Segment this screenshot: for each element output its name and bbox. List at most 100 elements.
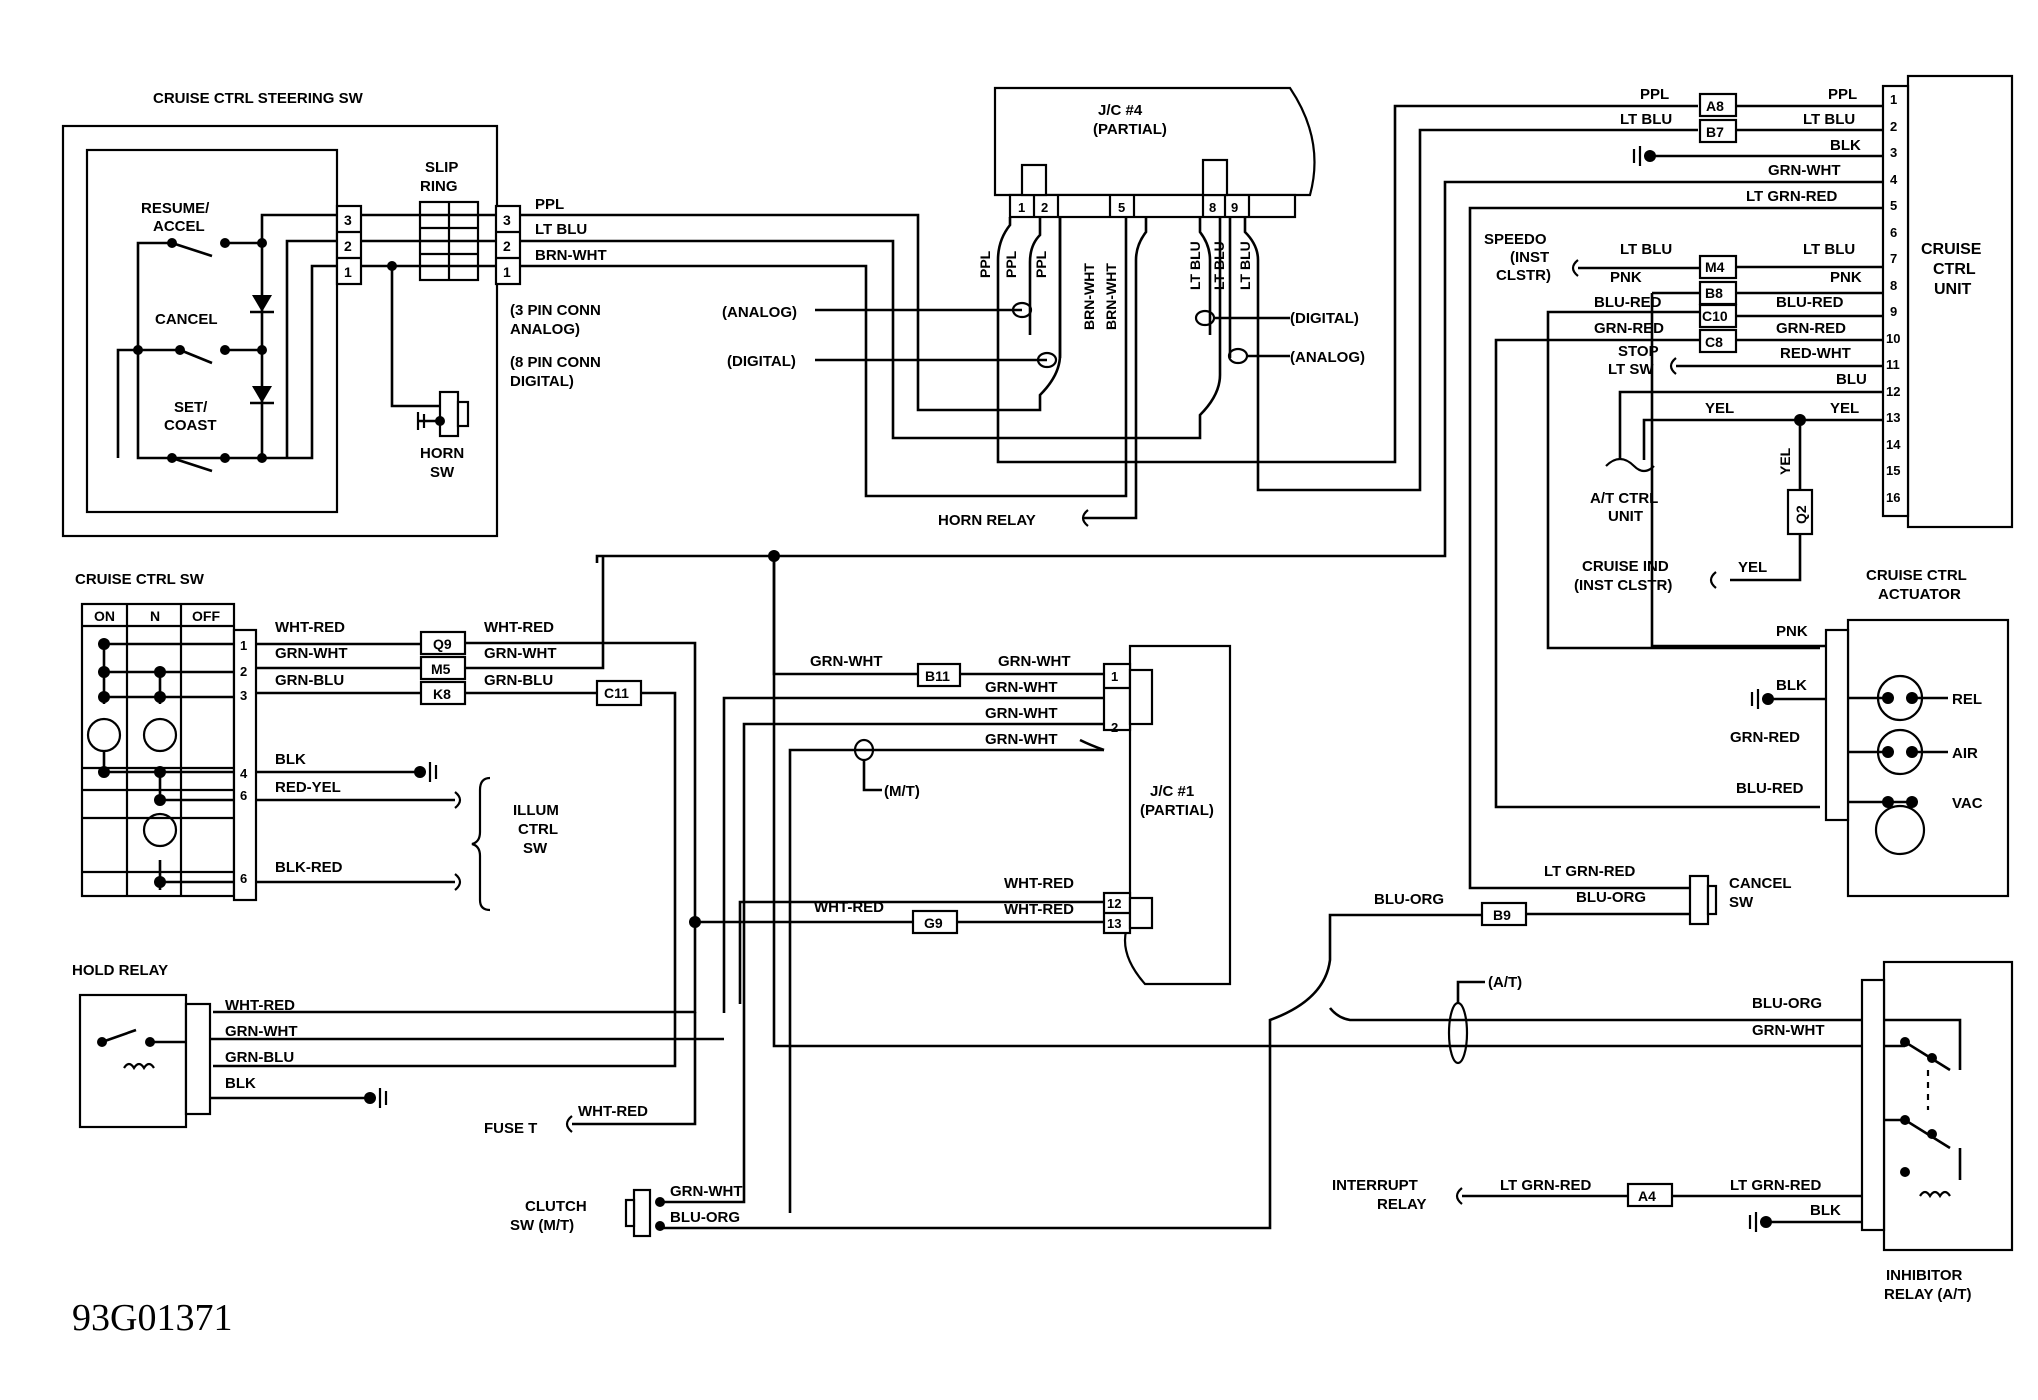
jc4-label-2: (PARTIAL) (1093, 121, 1167, 138)
actuator-label-2: ACTUATOR (1878, 586, 1961, 603)
wire-label: YEL (1777, 447, 1793, 475)
pin-label: 2 (503, 238, 511, 254)
set-switch-blade (171, 456, 213, 473)
ground-icon (428, 762, 438, 782)
junction-dot (98, 766, 110, 778)
wire-label: PNK (1830, 269, 1862, 286)
cruise-unit-box (1906, 74, 2014, 529)
illum-label-3: SW (523, 840, 548, 857)
pin-label: 14 (1886, 437, 1901, 452)
actuator-box (1846, 618, 2010, 898)
junction-dot (154, 691, 166, 703)
wire-label: BLK (275, 751, 306, 768)
pnk-wire (1650, 293, 1826, 648)
horn-switch-wire (390, 266, 440, 408)
mt-label: (M/T) (884, 783, 920, 800)
wire-label: WHT-RED (814, 899, 884, 916)
resume-accel-label-2: ACCEL (153, 218, 205, 235)
pin-label: 2 (240, 664, 247, 679)
cancel-switch-button (1706, 884, 1718, 916)
on-label: ON (94, 608, 115, 624)
cruise-sw-connector (232, 628, 258, 902)
at-label: (A/T) (1488, 974, 1522, 991)
wire-label: PPL (977, 250, 993, 278)
connector-label: Q2 (1793, 505, 1809, 524)
horn-switch-button (456, 400, 470, 428)
wire-label: LT BLU (1237, 241, 1253, 290)
off-label: OFF (192, 608, 220, 624)
ground-icon (416, 412, 426, 430)
wire-label: GRN-WHT (1768, 162, 1840, 179)
analog-label: (ANALOG) (1290, 349, 1365, 366)
steering-switch-section: CRUISE CTRL STEERING SW RESUME/ ACCEL CA… (61, 90, 499, 538)
n-label: N (150, 608, 160, 624)
junction-dot (387, 261, 397, 271)
grn-wht-main-wire (595, 180, 1883, 563)
steering-switch-outer-box (61, 124, 499, 538)
grn-wht-inhibitor-wire (772, 556, 1870, 1048)
wire-label: GRN-WHT (275, 645, 347, 662)
wire-label: BLU (1836, 371, 1867, 388)
pin-label: 1 (1111, 669, 1118, 684)
wire-continuation-icon (454, 791, 462, 809)
wire-label: LT BLU (1620, 111, 1672, 128)
jc1-tab (1128, 896, 1154, 930)
wire-label: WHT-RED (225, 997, 295, 1014)
jc1-label-2: (PARTIAL) (1140, 802, 1214, 819)
conn3-label: (3 PIN CONN (510, 302, 601, 319)
set-coast-label: SET/ (174, 399, 208, 416)
wire (788, 748, 1104, 1213)
connector-label: A4 (1638, 1188, 1656, 1204)
diode-icon (252, 295, 272, 312)
wire-label: PPL (1003, 250, 1019, 278)
wire-label: YEL (1738, 559, 1767, 576)
wire-label: GRN-WHT (670, 1183, 742, 1200)
junction-dot (1644, 150, 1656, 162)
hold-relay-pins (184, 1002, 212, 1116)
jc4-tab (1201, 158, 1229, 197)
junction-dot (98, 691, 110, 703)
wire-label: PNK (1610, 269, 1642, 286)
wire-label: BLK (1830, 137, 1861, 154)
clutch-switch-button (624, 1198, 636, 1228)
pin-label: 9 (1231, 200, 1238, 215)
cruise-ind-label-2: (INST CLSTR) (1574, 577, 1672, 594)
diagram-id: 93G01371 (72, 1297, 232, 1339)
jc1-upper-pins (1102, 662, 1132, 732)
wire-label: YEL (1705, 400, 1734, 417)
junction-dot (655, 1221, 665, 1231)
wire (1079, 738, 1105, 752)
relay-contact-icon (1904, 1118, 1951, 1150)
shield-ring-icon (1447, 1001, 1469, 1065)
wire-label: GRN-RED (1776, 320, 1846, 337)
wire-label: LT GRN-RED (1746, 188, 1838, 205)
switch-wire (104, 642, 234, 884)
pin-label: 7 (1890, 251, 1897, 266)
lamp-icon (142, 717, 178, 753)
clutch-sw-label-2: SW (M/T) (510, 1217, 574, 1234)
connector-label: B11 (925, 668, 950, 684)
relay-contact-icon (1904, 1040, 1951, 1072)
jc4-block (993, 86, 1316, 197)
wire-label: BLU-ORG (1752, 995, 1822, 1012)
wire-continuation-icon (1455, 1187, 1463, 1205)
cancel-label: CANCEL (155, 311, 218, 328)
actuator-label: CRUISE CTRL (1866, 567, 1967, 584)
junction-dot (655, 1197, 665, 1207)
cruise-ctrl-unit: CRUISE CTRL UNIT 1 2 3 4 5 6 7 8 9 10 11… (1881, 74, 2014, 529)
diode-icon (252, 386, 272, 403)
inhibitor-relay-pins (1860, 978, 1886, 1232)
pin-label: 1 (503, 264, 511, 280)
junction-dot (257, 345, 267, 355)
wire-label: GRN-WHT (810, 653, 882, 670)
hold-relay: HOLD RELAY (72, 962, 212, 1129)
at-ctrl-label-2: UNIT (1608, 508, 1643, 525)
jc4-tab (1020, 163, 1048, 197)
ground-icon (1748, 1212, 1758, 1232)
junction-dot (154, 666, 166, 678)
pin-label: 10 (1886, 331, 1900, 346)
pin-label: 2 (344, 238, 352, 254)
pin-label: 12 (1886, 384, 1900, 399)
shield-ring-icon (1036, 351, 1058, 369)
unit-label: CRUISE (1921, 241, 1982, 258)
